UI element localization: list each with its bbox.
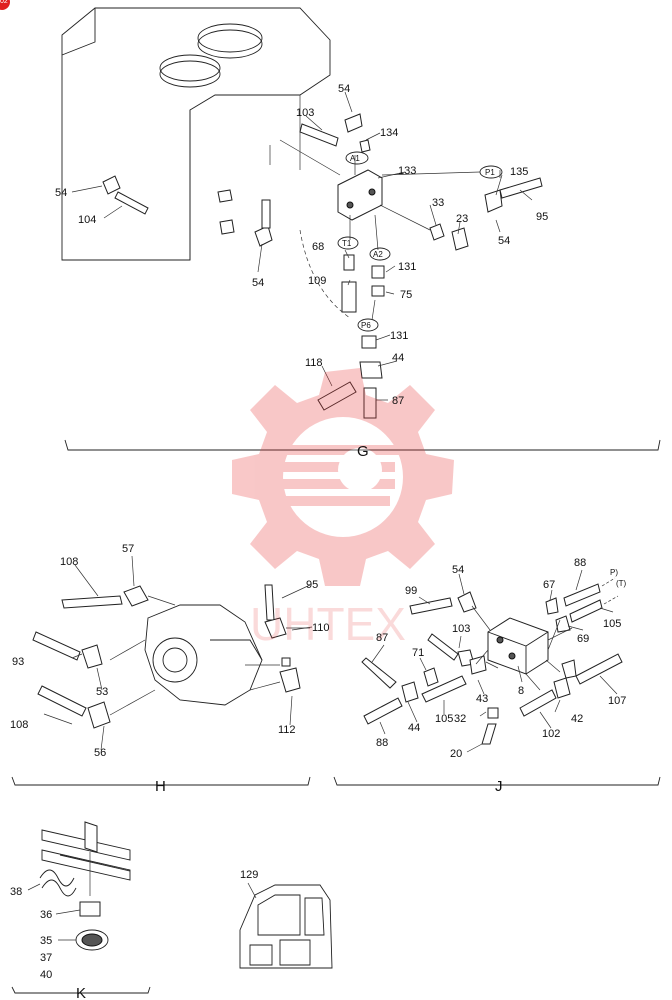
section-k-drawing <box>11 821 151 994</box>
section-g-drawing <box>61 7 661 451</box>
part-label: 40 <box>40 969 52 981</box>
port-label: P) <box>610 568 618 577</box>
port-label: P6 <box>361 321 371 330</box>
part-label: 43 <box>476 693 488 705</box>
section-h-drawing <box>11 555 313 786</box>
part-label: 20 <box>450 748 462 760</box>
part-label: 56 <box>94 747 106 759</box>
section-j-drawing <box>333 569 661 786</box>
part-label: 87 <box>392 395 404 407</box>
part-label: 110 <box>312 622 330 634</box>
part-label-cab: 129 <box>240 869 258 881</box>
part-label: 71 <box>412 647 424 659</box>
section-label-k: K <box>76 985 86 1000</box>
part-label: 133 <box>398 165 416 177</box>
part-label: 53 <box>96 686 108 698</box>
part-label: 112 <box>278 724 296 736</box>
part-label: 109 <box>308 275 326 287</box>
part-label: 32 <box>454 713 466 725</box>
part-label: 44 <box>408 722 420 734</box>
part-label: 33 <box>432 197 444 209</box>
part-label: 93 <box>12 656 24 668</box>
cab-drawing <box>239 882 333 969</box>
part-label: 134 <box>380 127 398 139</box>
part-label: 103 <box>452 623 470 635</box>
port-label: A2 <box>373 250 383 259</box>
part-label: 35 <box>40 935 52 947</box>
section-label-g: G <box>357 443 369 460</box>
part-label: 54 <box>498 235 510 247</box>
part-label: 95 <box>306 579 318 591</box>
part-label: 103 <box>296 107 314 119</box>
part-label: 54 <box>55 187 67 199</box>
watermark-text: UHTEX <box>250 598 406 650</box>
labels-section-g: 54 103 134 133 135 54 104 33 23 95 54 68… <box>55 83 548 407</box>
port-label: P1 <box>485 168 495 177</box>
part-label: 131 <box>398 261 416 273</box>
port-labels-section-j: P) (T) <box>610 568 627 588</box>
labels-section-j: 54 88 99 67 103 105 87 71 69 8 43 105 32… <box>376 557 626 760</box>
watermark-gear-logo <box>232 368 454 586</box>
part-label: 135 <box>510 166 528 178</box>
section-label-h: H <box>155 778 166 795</box>
part-label: 107 <box>608 695 626 707</box>
part-label: 108 <box>60 556 78 568</box>
part-label: 68 <box>312 241 324 253</box>
page-badge: 02 <box>0 0 10 10</box>
part-label: 57 <box>122 543 134 555</box>
port-labels-section-g: A1 P1 T1 A2 P6 <box>342 154 495 330</box>
part-label: 42 <box>571 713 583 725</box>
part-label: 54 <box>252 277 264 289</box>
part-label: 131 <box>390 330 408 342</box>
part-label: 108 <box>10 719 28 731</box>
port-label: (T) <box>616 579 627 588</box>
part-label: 99 <box>405 585 417 597</box>
part-label: 87 <box>376 632 388 644</box>
part-label: 23 <box>456 213 468 225</box>
part-label: 95 <box>536 211 548 223</box>
part-label: 105 <box>603 618 621 630</box>
labels-section-h: 108 57 95 110 93 53 108 56 112 <box>10 543 330 759</box>
part-label: 8 <box>518 685 524 697</box>
part-label: 36 <box>40 909 52 921</box>
part-label: 88 <box>574 557 586 569</box>
part-label: 102 <box>542 728 560 740</box>
part-label: 67 <box>543 579 555 591</box>
part-label: 54 <box>338 83 350 95</box>
part-label: 105 <box>435 713 453 725</box>
port-label: T1 <box>342 239 352 248</box>
section-label-j: J <box>495 778 503 795</box>
part-label: 44 <box>392 352 404 364</box>
labels-section-k: 38 36 35 37 40 <box>10 886 52 981</box>
part-label: 88 <box>376 737 388 749</box>
part-label: 104 <box>78 214 96 226</box>
part-label: 69 <box>577 633 589 645</box>
part-label: 118 <box>305 357 323 369</box>
part-label: 38 <box>10 886 22 898</box>
part-label: 37 <box>40 952 52 964</box>
part-label: 54 <box>452 564 464 576</box>
port-label: A1 <box>350 154 360 163</box>
part-label: 75 <box>400 289 412 301</box>
